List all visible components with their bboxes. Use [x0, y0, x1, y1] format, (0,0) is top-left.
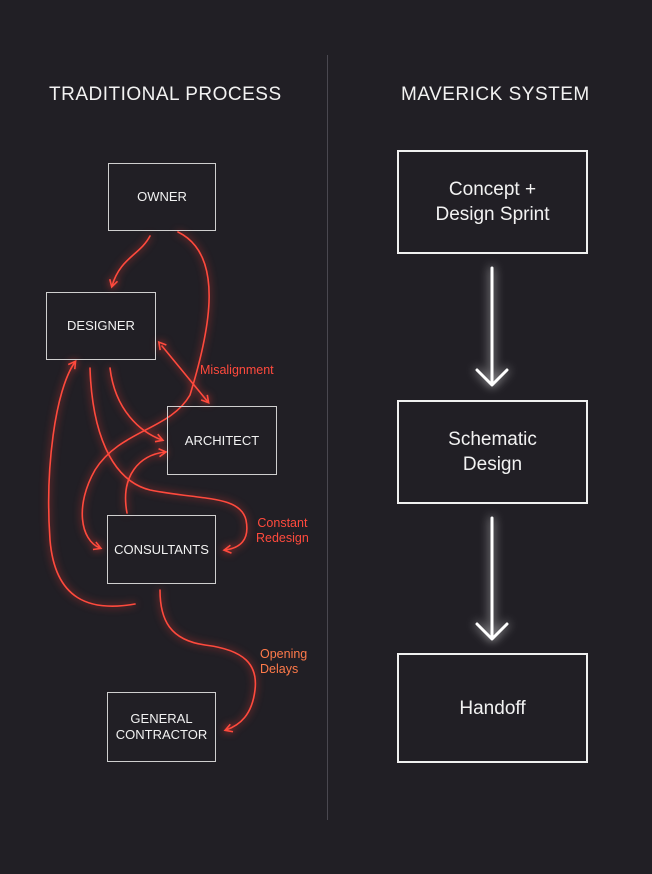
architect-box: ARCHITECT [167, 406, 277, 475]
arrow-consultants-designer [47, 359, 136, 608]
general-contractor-box: GENERAL CONTRACTOR [107, 692, 216, 762]
arrow-owner-consultants [81, 231, 210, 551]
schematic-design-label: Schematic Design [448, 429, 537, 475]
arrow-designer-architect-curve [109, 367, 165, 443]
constant-redesign-note: Constant Redesign [256, 516, 309, 545]
misalignment-note: Misalignment [200, 363, 274, 377]
maverick-system-heading: MAVERICK SYSTEM [401, 84, 590, 105]
traditional-process-heading: TRADITIONAL PROCESS [49, 84, 282, 105]
general-contractor-label: GENERAL CONTRACTOR [115, 711, 208, 742]
consultants-box: CONSULTANTS [107, 515, 216, 584]
arrow-designer-consultants [89, 367, 248, 554]
arrow-schematic-handoff [475, 516, 509, 641]
owner-label: OWNER [137, 189, 187, 204]
owner-box: OWNER [108, 163, 216, 231]
arrow-consultants-architect [124, 448, 168, 514]
handoff-box: Handoff [397, 653, 588, 763]
architect-label: ARCHITECT [184, 432, 260, 448]
opening-delays-note: Opening Delays [260, 647, 308, 676]
schematic-design-box: Schematic Design [397, 400, 588, 504]
designer-label: DESIGNER [67, 318, 135, 333]
arrow-designer-architect [157, 340, 210, 405]
designer-box: DESIGNER [46, 292, 156, 360]
handoff-label: Handoff [459, 697, 526, 719]
arrow-concept-schematic [475, 266, 509, 387]
concept-design-sprint-box: Concept + Design Sprint [397, 150, 588, 254]
concept-design-sprint-label: Concept + Design Sprint [435, 179, 550, 225]
arrow-owner-designer [109, 235, 151, 289]
center-divider [327, 55, 328, 820]
arrow-consultants-gc [159, 589, 257, 733]
consultants-label: CONSULTANTS [114, 541, 209, 557]
